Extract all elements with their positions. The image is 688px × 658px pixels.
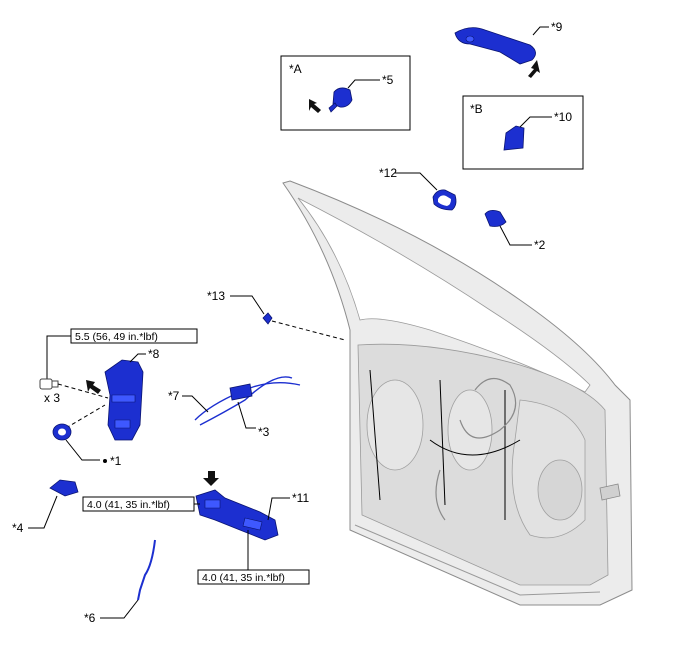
label-11: *11 [292,491,309,505]
part-11-handle-frame: *11 [195,471,309,541]
part-13-clip: *13 [207,289,346,341]
bolt-x3: x 3 [39,378,109,405]
view-a-box: *A *5 [280,55,411,131]
part-6-rod: *6 [84,539,156,625]
label-10: *10 [554,110,572,124]
part-4-cover: *4 [12,479,79,535]
view-b-label: *B [470,102,483,116]
label-6: *6 [84,611,96,625]
part-8-lock-assembly: *8 [65,347,160,441]
part-12-bezel: *12 [379,166,457,211]
part-1-grommet: *1 [52,423,122,468]
view-a-label: *A [289,62,302,76]
part-9-outside-handle: *9 [454,20,563,78]
label-4: *4 [12,521,24,535]
view-b-box: *B *10 [462,95,584,170]
torque-label-1: 5.5 (56, 49 in.*lbf) [75,331,158,343]
torque-label-3: 4.0 (41, 35 in.*lbf) [202,572,285,584]
door-panel [282,180,633,606]
label-1: *1 [110,454,122,468]
label-2: *2 [534,238,546,252]
torque-label-2: 4.0 (41, 35 in.*lbf) [87,499,170,511]
label-12: *12 [379,166,397,180]
part-7-3-cables: *7 *3 [168,376,301,439]
label-7: *7 [168,389,180,403]
label-8: *8 [148,347,160,361]
label-3: *3 [258,425,270,439]
torque-5-5: 5.5 (56, 49 in.*lbf) [46,328,198,380]
part-2-inside-handle: *2 [484,210,546,252]
torque-4-0-left: 4.0 (41, 35 in.*lbf) [82,496,200,512]
label-13: *13 [207,289,225,303]
label-5: *5 [382,73,394,87]
qty-label: x 3 [44,391,60,405]
torque-4-0-bottom: 4.0 (41, 35 in.*lbf) [197,530,310,585]
label-9: *9 [551,20,563,34]
